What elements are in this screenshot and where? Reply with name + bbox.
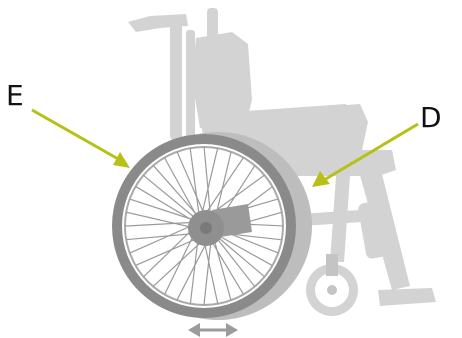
footplate	[378, 288, 436, 306]
back-cane	[170, 22, 182, 140]
front-caster	[306, 254, 358, 316]
rear-wheel	[112, 132, 312, 320]
callout-leader-e	[32, 110, 130, 168]
double-headed-horizontal-arrow-icon	[188, 323, 238, 337]
callout-label-d: D	[420, 104, 442, 132]
callout-label-e: E	[6, 82, 24, 110]
